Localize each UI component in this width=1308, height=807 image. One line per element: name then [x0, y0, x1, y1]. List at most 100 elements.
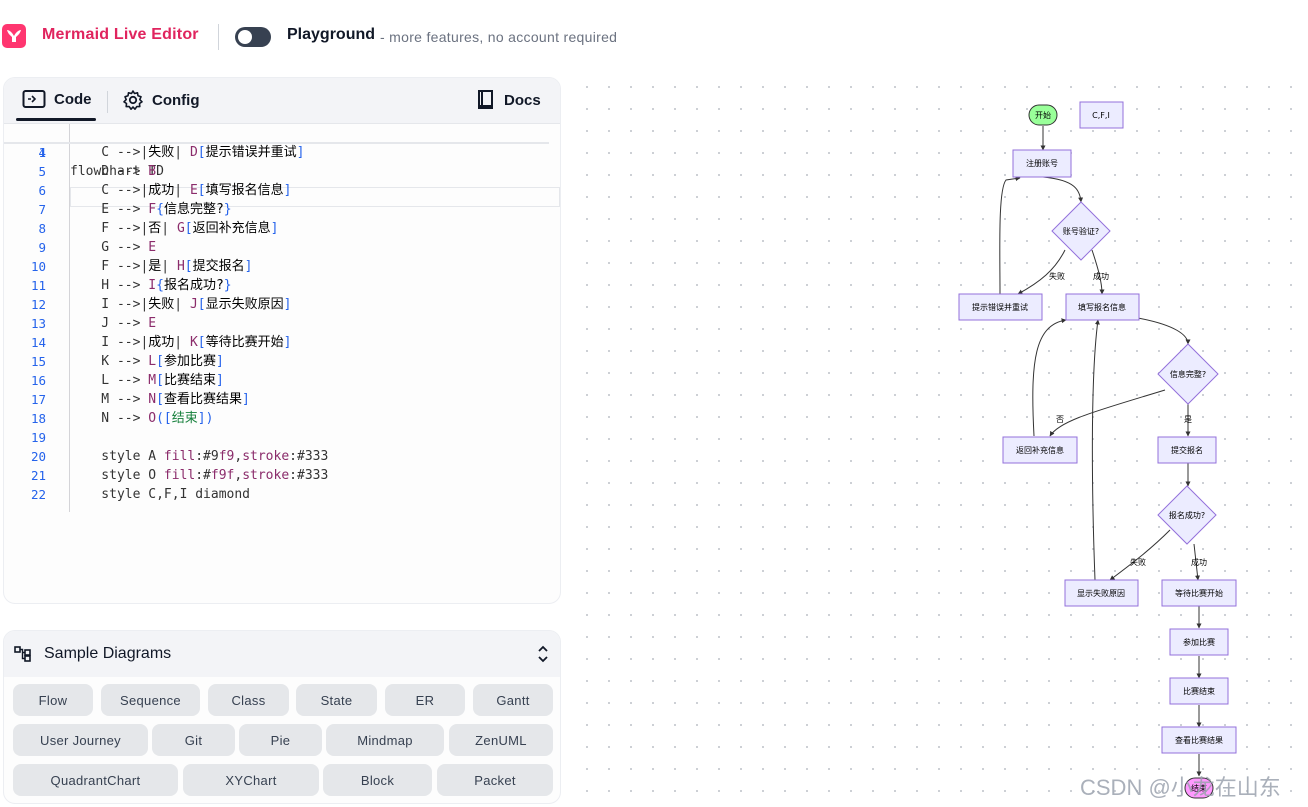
code-token: | — [174, 183, 190, 198]
code-token: f9f — [210, 468, 235, 483]
line-text: G --> E — [70, 238, 156, 257]
code-token: ] — [241, 392, 250, 407]
tab-code[interactable]: Code — [22, 89, 92, 109]
code-line[interactable]: 17 M --> N[查看比赛结果] — [4, 390, 560, 409]
code-token: | — [174, 297, 190, 312]
code-token: f9 — [218, 449, 235, 464]
code-line[interactable]: 11 H --> I{报名成功?} — [4, 276, 560, 295]
code-token: | — [161, 221, 177, 236]
line-number: 10 — [30, 259, 46, 274]
samples-header[interactable]: Sample Diagrams — [4, 631, 560, 677]
csdn-watermark: CSDN @小龙在山东 — [1080, 775, 1281, 800]
sample-chip-state[interactable]: State — [296, 684, 377, 716]
code-token: | — [174, 145, 190, 160]
code-line[interactable]: 12 I -->|失败| J[显示失败原因] — [4, 295, 560, 314]
code-token: fill — [163, 449, 196, 464]
code-line[interactable]: 5 D --> B — [4, 162, 560, 181]
code-line[interactable]: 7 E --> F{信息完整?} — [4, 200, 560, 219]
sample-chip-er[interactable]: ER — [385, 684, 465, 716]
line-text: style O fill:#f9f,stroke:#333 — [70, 466, 328, 485]
code-line[interactable]: 20 style A fill:#9f9,stroke:#333 — [4, 447, 560, 466]
code-token: , — [234, 449, 243, 464]
code-token: [ — [197, 335, 206, 350]
code-token: ([ — [156, 411, 172, 426]
tab-config[interactable]: Config — [122, 89, 199, 111]
line-text: I -->|成功| K[等待比赛开始] — [70, 333, 291, 352]
line-text: style A fill:#9f9,stroke:#333 — [70, 447, 328, 466]
sample-chip-block[interactable]: Block — [323, 764, 432, 796]
sample-chip-quadrantchart[interactable]: QuadrantChart — [13, 764, 178, 796]
code-token: 成功 — [148, 183, 175, 198]
line-text: C -->|失败| D[提示错误并重试] — [70, 143, 304, 162]
line-text: K --> L[参加比赛] — [70, 352, 223, 371]
code-token: C -->| — [70, 183, 149, 198]
line-number: 12 — [30, 297, 46, 312]
sample-chip-mindmap[interactable]: Mindmap — [326, 724, 444, 756]
playground-label: Playground — [287, 26, 376, 43]
line-text: D --> B — [70, 162, 156, 181]
line-number: 18 — [30, 411, 46, 426]
line-text: M --> N[查看比赛结果] — [70, 390, 250, 409]
code-editor[interactable]: 1 flowchart TD 4 C -->|失败| D[提示错误并重试]5 D… — [4, 124, 560, 603]
line-text: E --> F{信息完整?} — [70, 200, 231, 219]
code-token: :#9 — [195, 449, 219, 464]
sample-chip-zenuml[interactable]: ZenUML — [449, 724, 553, 756]
code-token: J --> — [70, 316, 149, 331]
code-token: F -->| — [70, 221, 149, 236]
code-token: 填写报名信息 — [205, 183, 284, 198]
code-line[interactable]: 21 style O fill:#f9f,stroke:#333 — [4, 466, 560, 485]
code-token: 比赛结束 — [163, 373, 216, 388]
code-token: 失败 — [148, 145, 175, 160]
code-line[interactable]: 22 style C,F,I diamond — [4, 485, 560, 504]
code-token: 报名成功? — [163, 278, 224, 293]
code-token: ]) — [197, 411, 214, 426]
diagram-canvas[interactable] — [568, 70, 1308, 807]
code-line[interactable]: 4 C -->|失败| D[提示错误并重试] — [4, 143, 560, 162]
code-line[interactable]: 6 C -->|成功| E[填写报名信息] — [4, 181, 560, 200]
line-text: H --> I{报名成功?} — [70, 276, 231, 295]
code-line[interactable]: 18 N --> O([结束]) — [4, 409, 560, 428]
tab-separator — [107, 91, 108, 113]
code-token: stroke — [242, 468, 290, 483]
tab-docs[interactable]: Docs — [476, 89, 541, 111]
code-line[interactable]: 8 F -->|否| G[返回补充信息] — [4, 219, 560, 238]
sample-chip-flow[interactable]: Flow — [13, 684, 93, 716]
line-number: 9 — [38, 240, 46, 255]
playground-toggle[interactable] — [235, 27, 271, 47]
sample-chip-packet[interactable]: Packet — [437, 764, 553, 796]
sample-chip-git[interactable]: Git — [152, 724, 235, 756]
sticky-line[interactable]: 1 flowchart TD — [4, 124, 560, 179]
sample-chip-xychart[interactable]: XYChart — [183, 764, 319, 796]
code-line[interactable]: 15 K --> L[参加比赛] — [4, 352, 560, 371]
code-line[interactable]: 14 I -->|成功| K[等待比赛开始] — [4, 333, 560, 352]
sample-chip-pie[interactable]: Pie — [239, 724, 322, 756]
collapse-chevron-icon[interactable] — [536, 644, 550, 664]
book-icon — [478, 90, 493, 109]
code-token: ] — [283, 335, 292, 350]
mermaid-logo-icon[interactable] — [2, 24, 26, 48]
code-token: 查看比赛结果 — [163, 392, 242, 407]
app-header: Mermaid Live Editor Playground - more fe… — [0, 0, 1308, 72]
code-token: :#333 — [289, 449, 329, 464]
code-line[interactable]: 16 L --> M[比赛结束] — [4, 371, 560, 390]
tab-code-label: Code — [54, 90, 92, 108]
sample-chip-sequence[interactable]: Sequence — [101, 684, 200, 716]
code-line[interactable]: 10 F -->|是| H[提交报名] — [4, 257, 560, 276]
line-number: 8 — [38, 221, 46, 236]
code-token: 提交报名 — [192, 259, 245, 274]
line-number: 16 — [30, 373, 46, 388]
code-line[interactable]: 13 J --> E — [4, 314, 560, 333]
code-token: [ — [156, 354, 164, 369]
code-token: H — [176, 259, 185, 274]
app-title[interactable]: Mermaid Live Editor — [42, 26, 199, 43]
code-token: { — [156, 202, 164, 217]
code-token: J — [189, 297, 198, 312]
sample-chip-user-journey[interactable]: User Journey — [13, 724, 148, 756]
code-token: B — [148, 164, 157, 179]
code-token: E --> — [70, 202, 149, 217]
code-line[interactable]: 9 G --> E — [4, 238, 560, 257]
sample-chip-gantt[interactable]: Gantt — [473, 684, 553, 716]
code-line[interactable]: 19 — [4, 428, 560, 447]
sample-chip-class[interactable]: Class — [208, 684, 289, 716]
code-token: C -->| — [70, 145, 149, 160]
